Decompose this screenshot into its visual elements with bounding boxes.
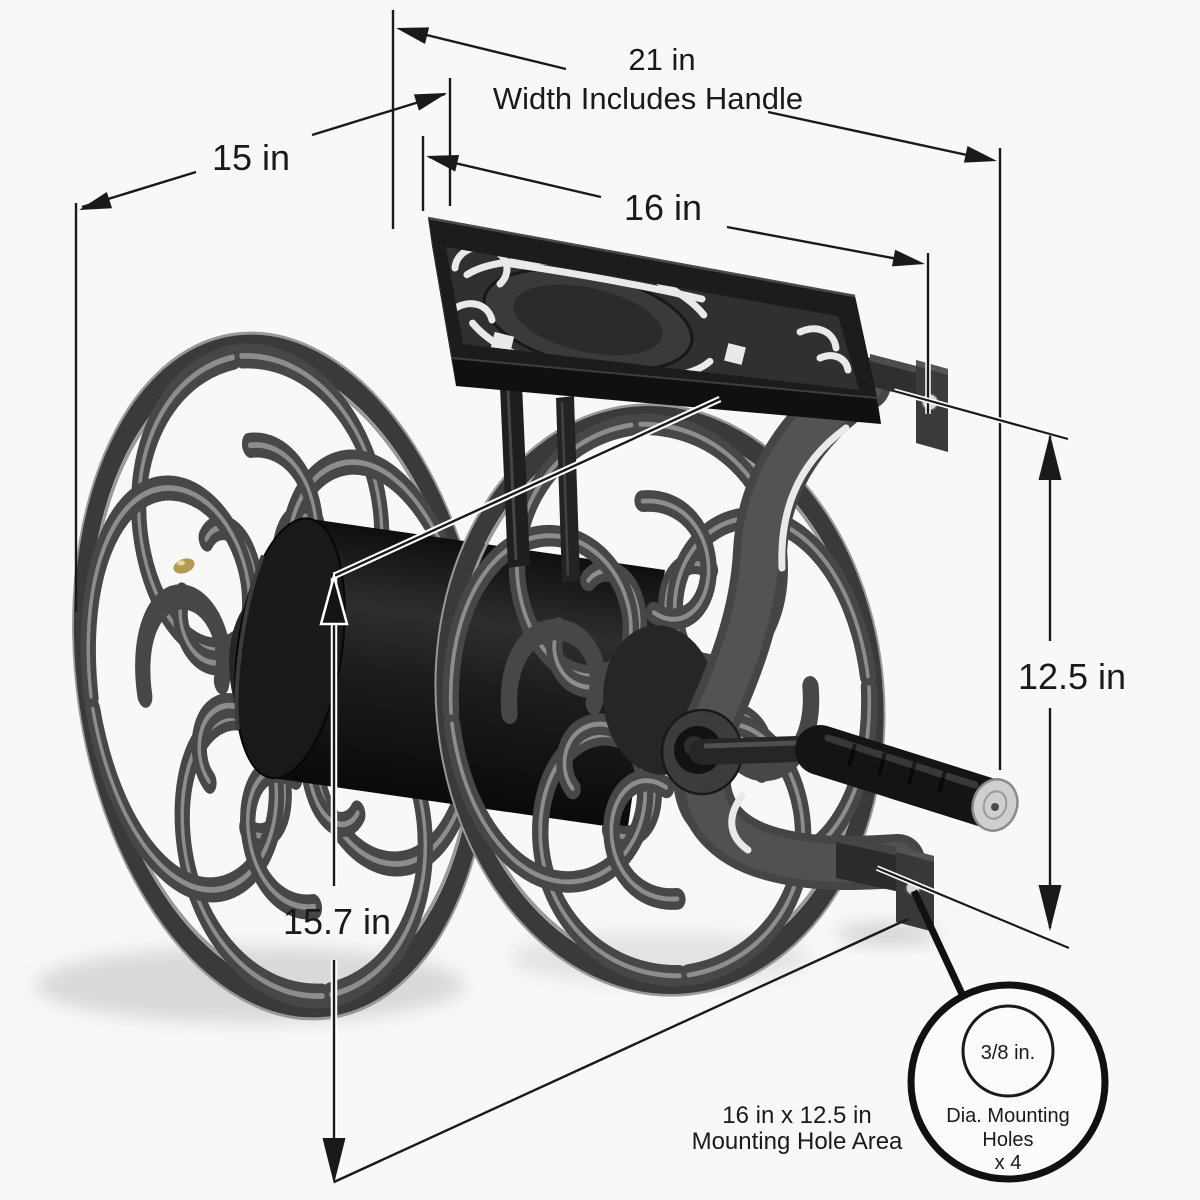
dim-reel-width-label: 16 in (624, 187, 702, 228)
tray-scroll-pattern (448, 247, 852, 383)
mount-bracket-top (870, 354, 948, 452)
hole-note-line2: Holes (982, 1129, 1033, 1151)
crank-grip (795, 725, 1019, 832)
hole-diameter-label: 3/8 in. (981, 1042, 1035, 1064)
callout-leader (910, 889, 966, 996)
callout-circle (907, 981, 1109, 1183)
mount-bracket-bottom (836, 834, 934, 932)
dim-total-width-note: Width Includes Handle (493, 81, 803, 116)
dim-total-width-label: 21 in (628, 42, 695, 77)
tick-bottom-hole (876, 866, 1070, 950)
labels: 21 in Width Includes Handle 15 in 16 in … (212, 42, 1126, 1174)
tray-posts (500, 384, 580, 583)
hose-reel-illustration (31, 216, 1019, 1046)
mounting-area-line2: Mounting Hole Area (692, 1128, 903, 1155)
mounting-area-diagonal (333, 917, 909, 1184)
crank-handle (660, 708, 1019, 832)
dim-depth-label: 15 in (212, 137, 290, 178)
open-arrow-up (319, 571, 349, 626)
shelf-tray (427, 216, 881, 424)
tick-top-hole (893, 389, 1069, 441)
brass-accent (173, 558, 195, 574)
hole-note-line3: x 4 (995, 1152, 1022, 1174)
hole-note-line1: Dia. Mounting (946, 1105, 1069, 1127)
mounting-area-line1: 16 in x 12.5 in (722, 1102, 871, 1129)
frame-plate (676, 357, 925, 891)
dimension-lines (74, 10, 1109, 1184)
dim-height-label: 15.7 in (283, 901, 391, 942)
projection-line-shelf (333, 397, 721, 578)
dim-mount-span-label: 12.5 in (1018, 656, 1126, 697)
hole-diagram-circle (961, 1004, 1055, 1098)
